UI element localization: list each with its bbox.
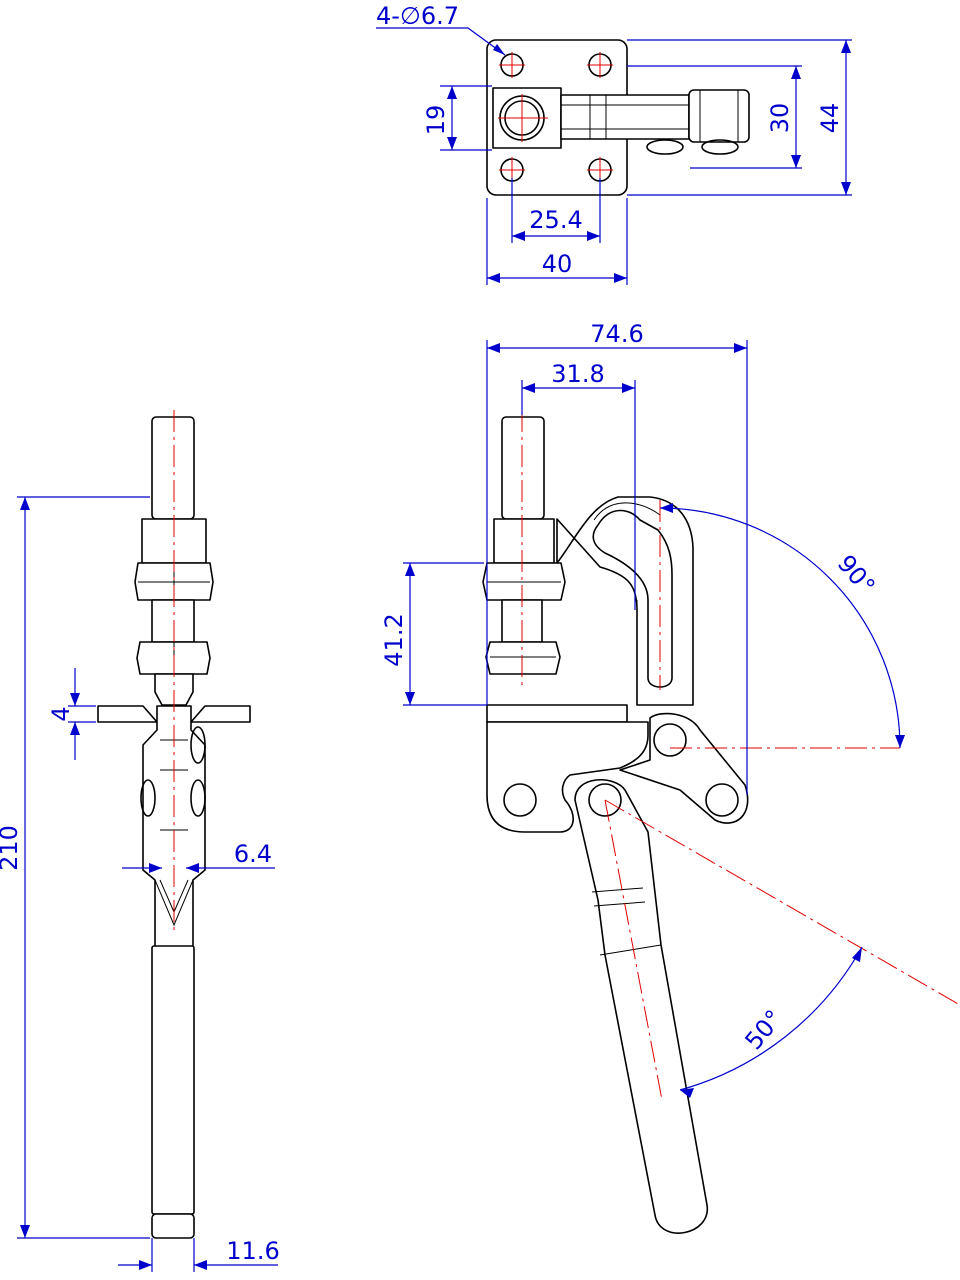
top-view: 4-∅6.7 19 25.4 40 30 44 <box>376 2 852 285</box>
dim-30: 30 <box>766 103 794 134</box>
dim-210: 210 <box>0 825 23 871</box>
handle-angle-line <box>604 799 960 1006</box>
front-arm-body <box>556 496 694 706</box>
side-plunger-rod <box>151 416 195 520</box>
dim-6-4: 6.4 <box>234 840 272 868</box>
top-handle-end <box>688 89 750 143</box>
dim-41-2: 41.2 <box>380 613 408 666</box>
dim-19: 19 <box>422 105 450 136</box>
dim-50-deg: 50° <box>739 1005 788 1056</box>
side-dimensions <box>17 496 278 1272</box>
front-dimensions <box>403 340 905 1098</box>
front-base-plate <box>486 704 628 723</box>
top-arm <box>560 94 690 140</box>
front-pivot-1 <box>503 783 537 817</box>
side-base-left <box>97 705 158 723</box>
dim-25-4: 25.4 <box>529 206 582 234</box>
side-handle <box>151 945 195 1215</box>
dim-hole-spec: 4-∅6.7 <box>376 2 459 30</box>
dim-90-deg: 90° <box>832 550 881 601</box>
front-plunger-rod <box>501 416 545 520</box>
front-pivot-3 <box>705 783 739 817</box>
dim-40: 40 <box>542 250 573 278</box>
handle-centerline <box>604 799 663 1101</box>
dim-31-8: 31.8 <box>551 360 604 388</box>
front-lock-nut <box>485 641 561 675</box>
front-pivot-2 <box>653 723 687 757</box>
side-base-right <box>190 705 251 723</box>
dim-74-6: 74.6 <box>590 320 643 348</box>
front-thread-top <box>493 518 555 564</box>
side-view: 210 4 6.4 11.6 <box>0 410 280 1272</box>
front-handle <box>574 779 708 1234</box>
dim-11-6: 11.6 <box>226 1237 279 1265</box>
side-handle-grip-end <box>151 1213 195 1239</box>
dim-44: 44 <box>816 103 844 134</box>
dim-4: 4 <box>47 706 75 721</box>
front-view: 74.6 31.8 41.2 90° 50° <box>380 320 960 1234</box>
top-dimensions <box>376 27 852 285</box>
